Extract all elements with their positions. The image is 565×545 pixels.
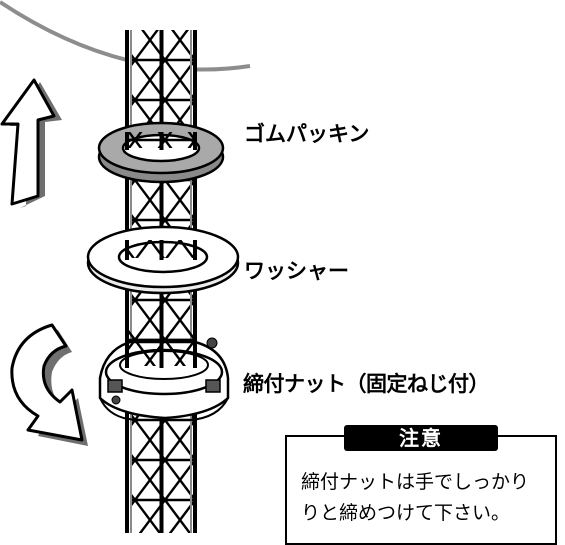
up-arrow-icon <box>0 78 62 208</box>
curved-rotation-arrow-icon <box>10 323 88 446</box>
assembly-diagram <box>0 0 251 533</box>
washer <box>86 225 240 295</box>
rubber-packing-label: ゴムパッキン <box>244 122 370 146</box>
caution-box: 注意 締付ナットは手でしっかり りと締めつけて下さい。 <box>285 425 557 545</box>
clamping-nut-label: 締付ナット（固定ねじ付） <box>243 372 490 396</box>
caution-text-line: 締付ナットは手でしっかり <box>301 471 530 493</box>
clamping-nut <box>98 320 230 421</box>
caution-text-line: りと締めつけて下さい。 <box>301 502 511 524</box>
washer-label: ワッシャー <box>244 259 349 283</box>
rubber-packing-ring <box>97 121 225 184</box>
caution-title: 注意 <box>344 425 498 451</box>
